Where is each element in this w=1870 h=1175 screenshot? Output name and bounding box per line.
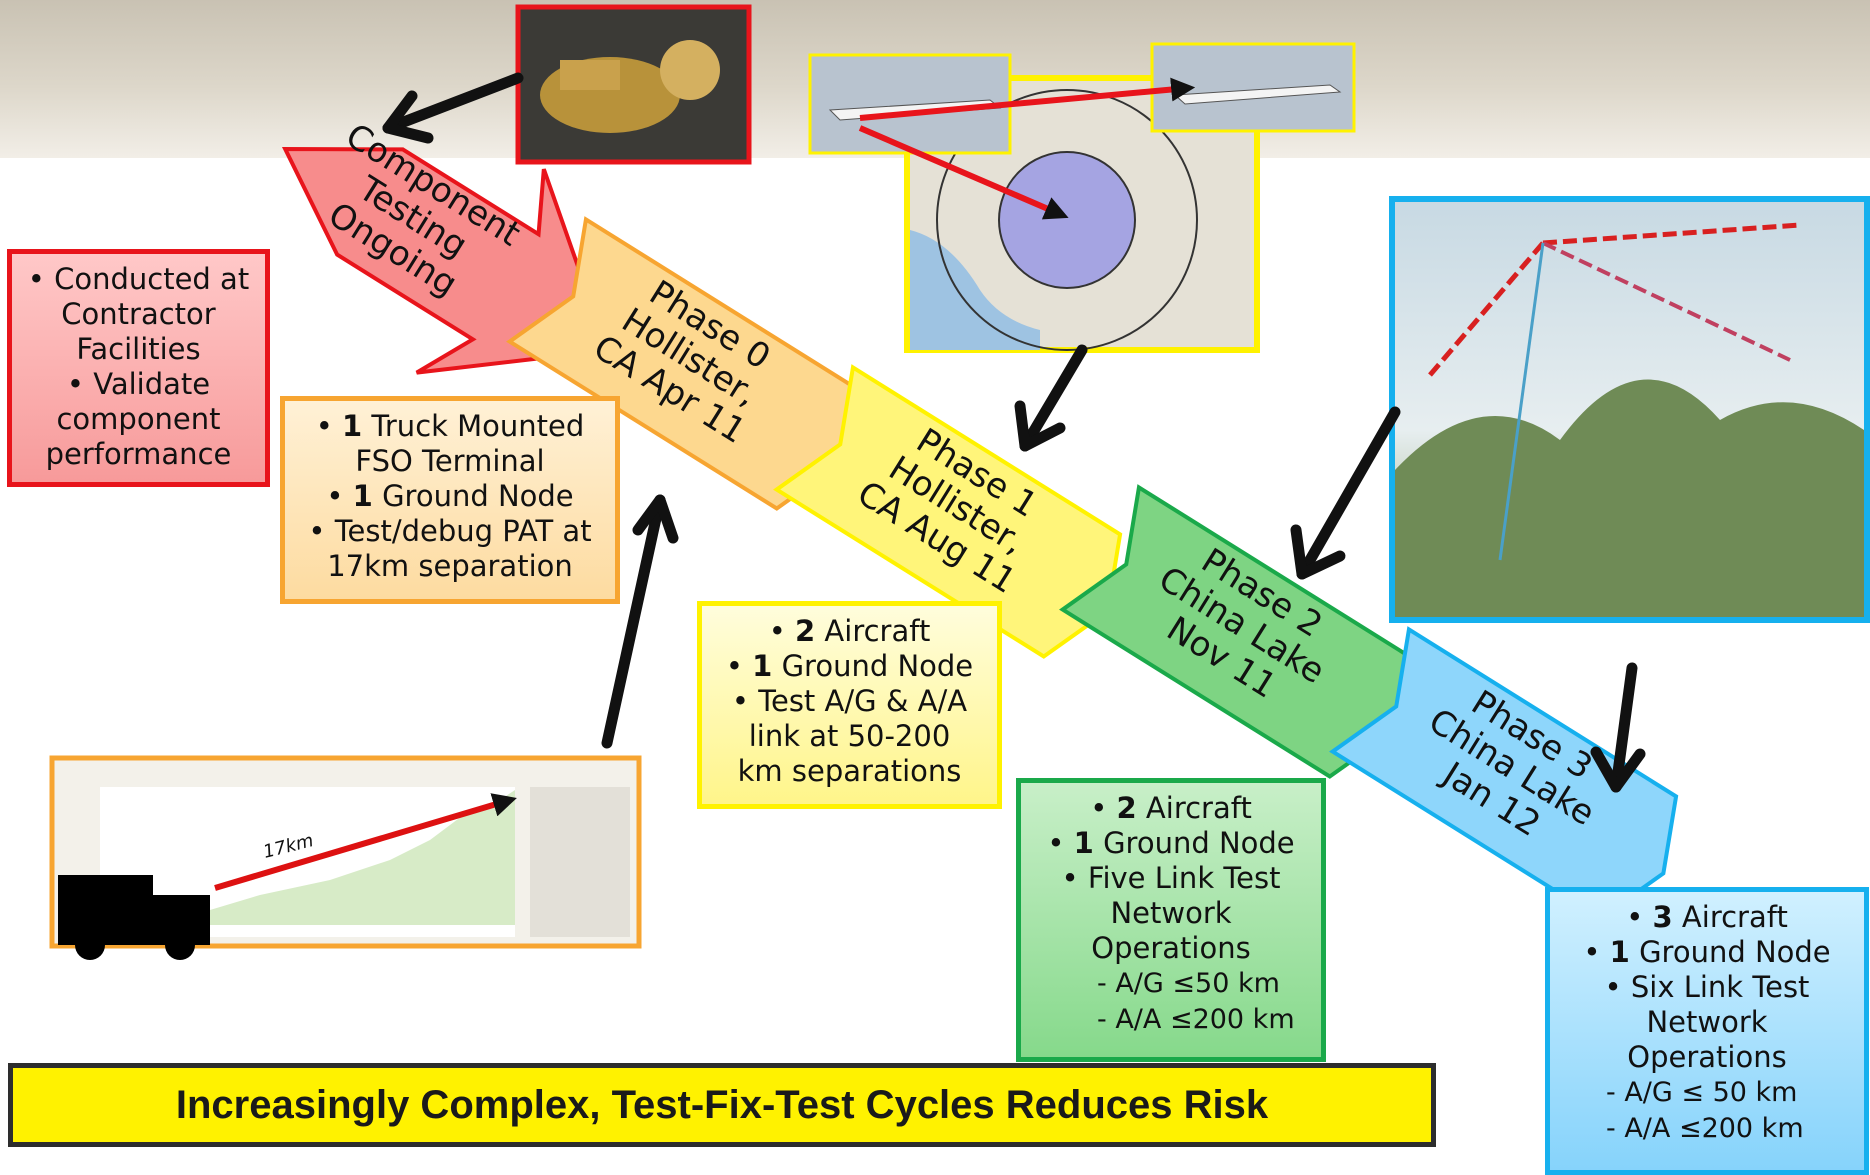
info-line: • 1 Ground Node	[1047, 826, 1295, 860]
component-photo	[515, 4, 752, 165]
info-text: Aircraft	[1672, 900, 1788, 934]
info-line: • Test A/G & A/A	[731, 684, 968, 718]
info-line: • 1 Truck Mounted	[315, 409, 585, 443]
info-line: • 1 Ground Node	[725, 649, 974, 683]
count: 1	[342, 409, 363, 443]
pointer-arrows	[382, 72, 1646, 793]
info-text: Ground Node	[372, 479, 574, 513]
info-line: • 1 Ground Node	[326, 479, 574, 513]
info-line: Operations	[1091, 931, 1251, 965]
aircraft-photo-left	[808, 53, 1012, 155]
info-line: km separations	[737, 754, 962, 788]
phase1-info-box: • 2 Aircraft • 1 Ground Node • Test A/G …	[697, 601, 1002, 809]
footer-banner: Increasingly Complex, Test-Fix-Test Cycl…	[8, 1063, 1436, 1147]
phase2-info-box: • 2 Aircraft • 1 Ground Node • Five Link…	[1016, 778, 1326, 1062]
info-line: component	[56, 402, 221, 436]
info-line: • 2 Aircraft	[768, 614, 931, 648]
info-line: • Five Link Test	[1061, 861, 1281, 895]
count: 1	[352, 479, 373, 513]
info-line: FSO Terminal	[355, 444, 545, 478]
info-line: • Six Link Test	[1604, 970, 1810, 1004]
info-text: Ground Node	[772, 649, 974, 683]
info-line: link at 50-200	[748, 719, 951, 753]
info-line: • 2 Aircraft	[1090, 791, 1252, 825]
info-line: Facilities	[76, 332, 201, 366]
red-link-arrow	[858, 125, 1069, 220]
count: 1	[1609, 935, 1630, 969]
info-line: • Conducted at	[27, 262, 250, 296]
red-link-arrow	[859, 77, 1196, 121]
info-line: 17km separation	[327, 549, 573, 583]
info-line: Operations	[1627, 1040, 1787, 1074]
info-line: • Validate	[66, 367, 211, 401]
count: 1	[1073, 826, 1094, 860]
count: 3	[1652, 900, 1673, 934]
info-subline: - A/G ≤ 50 km	[1606, 1077, 1798, 1108]
count: 1	[752, 649, 773, 683]
info-line: Network	[1110, 896, 1232, 930]
info-line: • Test/debug PAT at	[308, 514, 592, 548]
info-text: Ground Node	[1093, 826, 1295, 860]
info-line: • 1 Ground Node	[1583, 935, 1831, 969]
component-info-box: • Conducted at Contractor Facilities • V…	[7, 249, 270, 487]
truck-icon	[58, 875, 210, 960]
count: 2	[795, 614, 816, 648]
count: 2	[1116, 791, 1137, 825]
info-text: Aircraft	[815, 614, 931, 648]
info-text: Aircraft	[1136, 791, 1252, 825]
info-subline: - A/A ≤200 km	[1606, 1113, 1804, 1144]
info-subline: - A/G ≤50 km	[1097, 968, 1280, 999]
phase-arrow-1	[773, 364, 1123, 659]
info-text: Truck Mounted	[362, 409, 585, 443]
network-illustration	[1389, 196, 1870, 623]
info-line: Contractor	[61, 297, 216, 331]
phase3-info-box: • 3 Aircraft • 1 Ground Node • Six Link …	[1545, 887, 1869, 1175]
phase0-info-box: • 1 Truck Mounted FSO Terminal • 1 Groun…	[280, 396, 620, 604]
info-subline: - A/A ≤200 km	[1097, 1004, 1295, 1035]
info-line: • 3 Aircraft	[1626, 900, 1788, 934]
info-text: Ground Node	[1629, 935, 1831, 969]
phase-arrow-component	[281, 146, 611, 375]
info-line: Network	[1646, 1005, 1768, 1039]
range-chart-screenshot: 17km	[49, 755, 642, 949]
info-line: performance	[45, 437, 232, 471]
